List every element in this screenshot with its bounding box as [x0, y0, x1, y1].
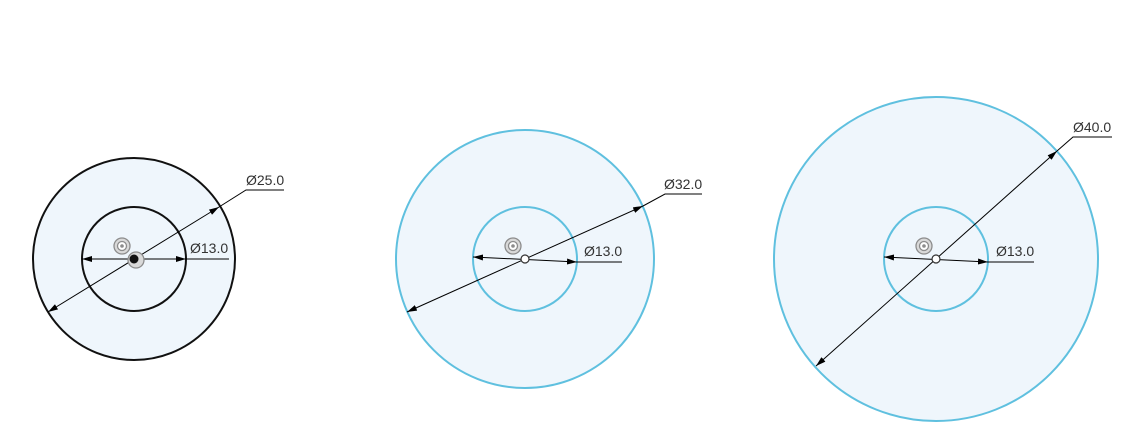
inner-diameter-label[interactable]: Ø13.0 — [996, 243, 1034, 259]
outer-diameter-leader — [1056, 136, 1112, 152]
sketch-1[interactable]: Ø25.0 Ø13.0 — [32, 157, 284, 361]
center-point-icon[interactable] — [931, 254, 941, 264]
center-point-icon[interactable] — [520, 254, 530, 264]
center-point-icon[interactable] — [129, 254, 139, 264]
outer-diameter-label[interactable]: Ø25.0 — [246, 172, 284, 188]
concentric-constraint-icon[interactable] — [915, 237, 933, 255]
inner-diameter-label[interactable]: Ø13.0 — [190, 240, 228, 256]
concentric-constraint-icon[interactable] — [113, 237, 131, 255]
outer-diameter-label[interactable]: Ø32.0 — [664, 176, 702, 192]
sketch-3[interactable]: Ø40.0 Ø13.0 — [773, 96, 1112, 422]
inner-diameter-label[interactable]: Ø13.0 — [584, 243, 622, 259]
sketch-2[interactable]: Ø32.0 Ø13.0 — [395, 129, 702, 389]
outer-diameter-leader — [642, 193, 702, 207]
outer-diameter-leader — [218, 189, 284, 208]
outer-diameter-label[interactable]: Ø40.0 — [1073, 119, 1111, 135]
concentric-constraint-icon[interactable] — [504, 237, 522, 255]
